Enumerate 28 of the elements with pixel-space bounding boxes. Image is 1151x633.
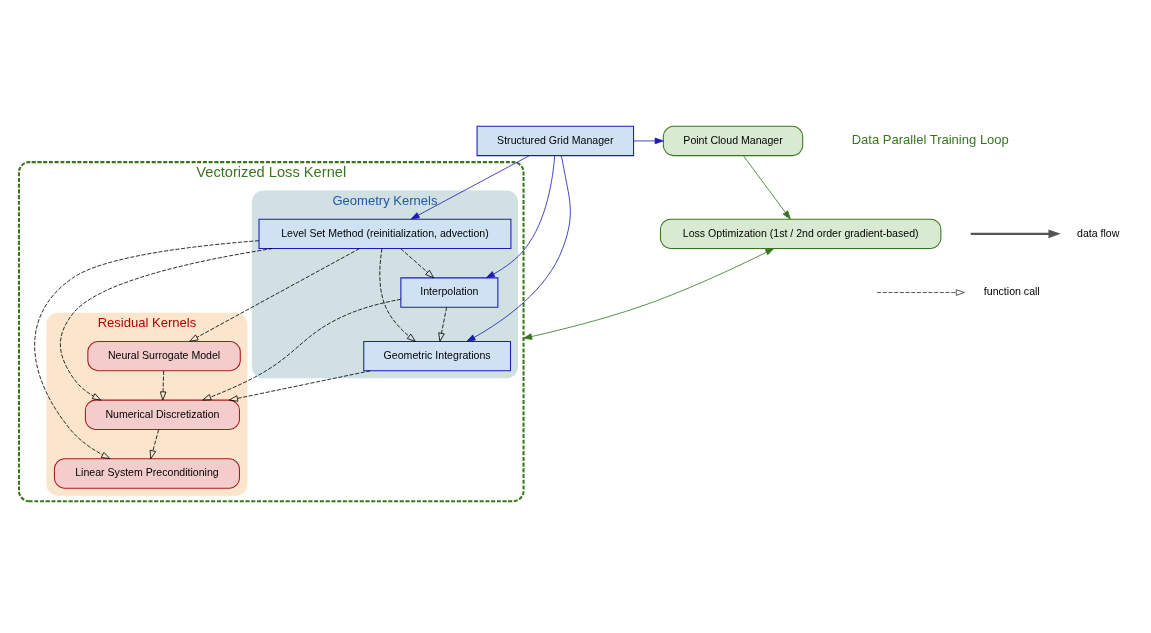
- node-box: Structured Grid Manager: [476, 125, 635, 156]
- arrow: [228, 369, 371, 402]
- arrow: [410, 154, 530, 219]
- arrow: [438, 306, 447, 342]
- arrow: [379, 247, 416, 342]
- arrow: [400, 247, 435, 278]
- node-box: Point Cloud Manager: [662, 125, 804, 156]
- arrow: [633, 137, 664, 144]
- node-box: Interpolation: [400, 276, 499, 308]
- legend-label: function call: [983, 284, 1040, 297]
- arrow: [485, 154, 556, 278]
- label: Data Parallel Training Loop: [851, 131, 1009, 147]
- arrow: [523, 247, 775, 340]
- arrow: [466, 154, 571, 342]
- arrow: [742, 154, 791, 219]
- arrow: [34, 239, 260, 459]
- node-box: Numerical Discretization: [84, 399, 240, 430]
- arrow: [149, 428, 159, 459]
- node-box: Neural Surrogate Model: [87, 340, 241, 371]
- arrow: [59, 247, 273, 400]
- arrow: [189, 247, 360, 342]
- node-box: Geometric Integrations: [363, 340, 511, 371]
- node-box: Linear System Preconditioning: [53, 457, 240, 489]
- node-box: Loss Optimization (1st / 2nd order gradient-based): [659, 218, 942, 249]
- node-box: Level Set Method (reinitialization, advection): [258, 218, 512, 249]
- arrow: [202, 298, 402, 400]
- arrow: [159, 370, 167, 400]
- legend-label: data flow: [1077, 226, 1120, 239]
